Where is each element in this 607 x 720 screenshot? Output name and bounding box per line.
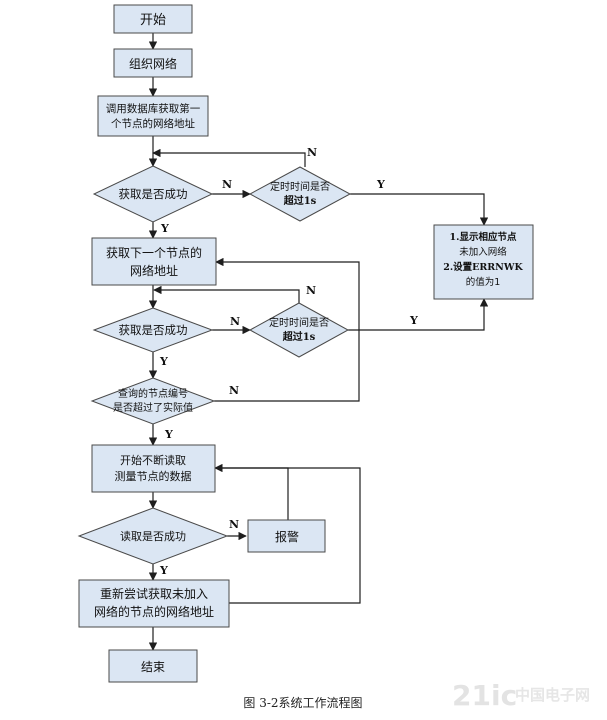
label-n-exceed: N (229, 384, 239, 397)
arrow-alarm-read (214, 463, 289, 520)
arrow-exceed-next (214, 257, 360, 402)
read-data-node: 开始不断读取 测量节点的数据 (91, 444, 216, 493)
read-data-label-line1: 开始不断读取 (120, 453, 186, 467)
label-y-timeout2: Y (409, 314, 418, 327)
start-label: 开始 (140, 13, 166, 28)
label-n-readok: N (229, 518, 239, 531)
retry-label-line2: 网络的节点的网络地址 (94, 604, 214, 619)
show-label-line1: 1.显示相应节点 (450, 231, 517, 243)
fetch-next-label-line2: 网络地址 (130, 263, 178, 278)
label-y-readok: Y (159, 564, 168, 577)
arrow-timeout2-show (348, 298, 489, 331)
fetch-next-address-node: 获取下一个节点的 网络地址 (91, 237, 217, 286)
fetch-success-label-1: 获取是否成功 (119, 187, 188, 201)
arrow-retry-read (216, 467, 361, 604)
show-label-line3: 2.设置ERRNWK (443, 261, 523, 273)
label-n-success2: N (230, 315, 240, 328)
retry-label-line1: 重新尝试获取未加入 (100, 586, 208, 601)
show-unjoined-node: 1.显示相应节点 未加入网络 2.设置ERRNWK 的值为1 (433, 224, 534, 300)
read-success-label: 读取是否成功 (120, 529, 186, 543)
fetch-first-address-node: 调用数据库获取第一 个节点的网络地址 (97, 95, 209, 137)
label-y-success1: Y (160, 222, 169, 235)
arrow-timeout1-show (350, 193, 489, 226)
label-n-timeout2: N (306, 284, 316, 297)
exceed-label-line1: 查询的节点编号 (118, 387, 188, 400)
organize-network-node: 组织网络 (113, 48, 193, 78)
fetch-success-decision-1: 获取是否成功 (92, 165, 214, 223)
arrow-timeout2-retry (153, 285, 300, 303)
watermark-logo-text: 21ic (452, 679, 517, 712)
timeout-decision-1: 定时时间是否 超过1s (248, 166, 352, 222)
show-label-line2: 未加入网络 (459, 246, 507, 258)
timeout-label-1b: 超过1s (283, 194, 317, 207)
connectors (148, 33, 489, 651)
timeout-label-2a: 定时时间是否 (269, 316, 329, 329)
fetch-success-decision-2: 获取是否成功 (92, 307, 214, 353)
fetch-success-label-2: 获取是否成功 (119, 323, 188, 337)
alarm-label: 报警 (275, 529, 299, 544)
organize-network-label: 组织网络 (129, 56, 177, 71)
fetch-first-label-line1: 调用数据库获取第一 (106, 102, 201, 115)
timeout-label-2b: 超过1s (282, 330, 316, 343)
alarm-node: 报警 (247, 519, 326, 553)
end-node: 结束 (108, 649, 198, 683)
arrow-timeout1-retry (152, 148, 306, 167)
label-y-exceed: Y (164, 428, 173, 441)
timeout-label-1a: 定时时间是否 (270, 180, 330, 193)
read-data-label-line2: 测量节点的数据 (115, 469, 192, 483)
start-node: 开始 (113, 4, 193, 34)
edge-labels: N N Y Y N N Y Y N Y N Y (159, 146, 418, 577)
label-n-success1: N (222, 178, 232, 191)
node-exceed-decision: 查询的节点编号 是否超过了实际值 (90, 377, 216, 425)
exceed-label-line2: 是否超过了实际值 (113, 401, 193, 414)
fetch-first-label-line2: 个节点的网络地址 (111, 117, 195, 130)
show-label-line4: 的值为1 (466, 276, 501, 288)
label-y-timeout1: Y (376, 178, 385, 191)
retry-node: 重新尝试获取未加入 网络的节点的网络地址 (78, 579, 230, 628)
label-n-timeout1: N (307, 146, 317, 159)
timeout-decision-2: 定时时间是否 超过1s (248, 302, 350, 358)
end-label: 结束 (141, 660, 165, 674)
fetch-next-label-line1: 获取下一个节点的 (106, 245, 202, 260)
label-y-success2: Y (159, 355, 168, 368)
watermark-logo: 21ic 中国电子网 (452, 679, 590, 712)
read-success-decision: 读取是否成功 (77, 507, 229, 565)
watermark-site-text: 中国电子网 (515, 686, 590, 704)
figure-caption: 图 3-2系统工作流程图 (243, 695, 362, 710)
